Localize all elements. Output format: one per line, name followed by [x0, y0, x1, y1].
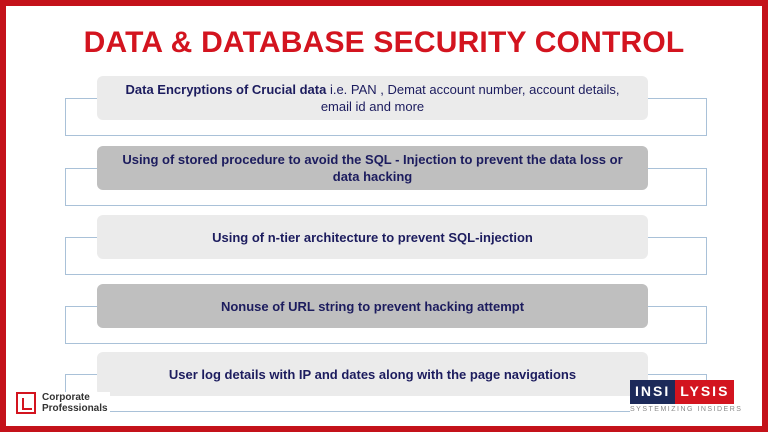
- item-1: Data Encryptions of Crucial data i.e. PA…: [97, 76, 648, 120]
- cp-line2: Professionals: [42, 403, 108, 414]
- lysis-text: LYSIS: [675, 380, 735, 404]
- insilysis-tagline: SYSTEMIZING INSIDERS: [630, 406, 743, 413]
- cp-line1: Corporate: [42, 392, 90, 403]
- insilysis-logo: INSI LYSIS SYSTEMIZING INSIDERS: [630, 380, 743, 413]
- slide-title: DATA & DATABASE SECURITY CONTROL: [83, 26, 685, 59]
- item-3: Using of n-tier architecture to prevent …: [97, 215, 648, 259]
- item-4: Nonuse of URL string to prevent hacking …: [97, 284, 648, 328]
- item-1-bold: Data Encryptions of Crucial data: [125, 82, 327, 97]
- cp-logo-icon: [16, 392, 36, 414]
- item-1-normal: i.e. PAN , Demat account number, account…: [320, 82, 620, 114]
- item-5: User log details with IP and dates along…: [97, 352, 648, 396]
- insi-text: INSI: [630, 380, 676, 404]
- item-2: Using of stored procedure to avoid the S…: [97, 146, 648, 190]
